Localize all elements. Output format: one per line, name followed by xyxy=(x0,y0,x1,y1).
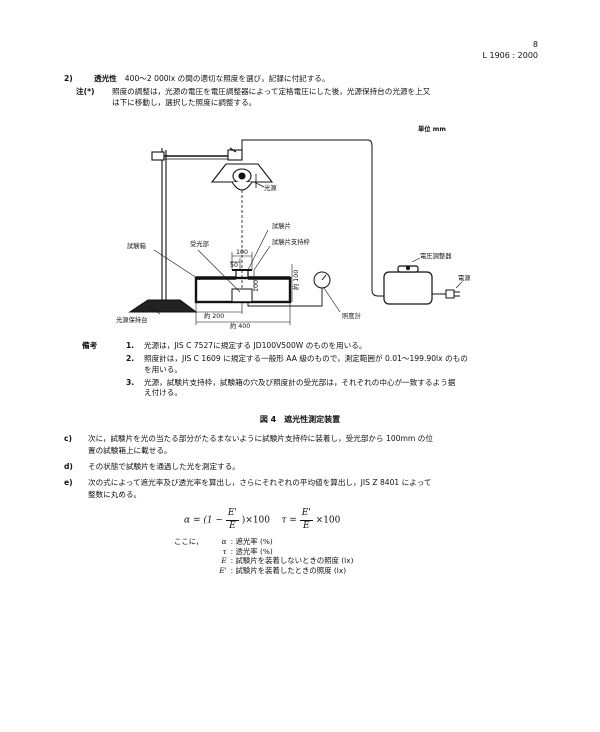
formula-times-b: ×100 xyxy=(315,515,341,526)
unit-label: 単位 mm xyxy=(418,124,446,133)
label-test-box: 試験箱 xyxy=(127,241,146,250)
label-lux-meter: 照度計 xyxy=(342,311,362,320)
note-line-1: 照度の調整は，光源の電圧を電圧調整器によって定格電圧にした後，光源保持台の光源を… xyxy=(112,86,431,96)
formula-tau: τ = xyxy=(281,515,297,526)
remark-1-text: 光源は，JIS C 7527に規定する JD100V500W のものを用いる。 xyxy=(144,341,367,350)
power-plug xyxy=(432,289,460,299)
remark-3-num: 3. xyxy=(126,377,135,387)
figure-caption: 図 4 遮光性測定装置 xyxy=(259,415,341,424)
remark-1-num: 1. xyxy=(126,341,135,350)
test-box xyxy=(194,276,292,304)
def-eprime-sym: E' xyxy=(219,565,227,575)
section-2: 2) 透光性 400～2 000lx の間の適切な照度を選び，記録に付記する。 … xyxy=(64,74,544,108)
step-d-line1: その状態で試験片を通過した光を測定する。 xyxy=(88,462,240,471)
step-c-line2: 置の試験箱上に載せる。 xyxy=(88,445,172,455)
label-specimen: 試験片 xyxy=(272,221,291,230)
label-specimen-frame: 試験片支持枠 xyxy=(272,237,310,246)
specimen-frame xyxy=(232,269,252,278)
label-receiver: 受光部 xyxy=(190,239,209,248)
dim-100-vertical: 100 xyxy=(253,280,260,292)
label-light-stand: 光源保持台 xyxy=(116,315,147,324)
measurement-apparatus-figure: 単位 mm 光源 xyxy=(116,124,471,330)
voltage-regulator xyxy=(383,265,433,305)
def-e-desc: : 試験片を装着しないときの照度 (lx) xyxy=(230,556,354,566)
standard-code: L 1906 : 2000 xyxy=(482,51,539,60)
section-2-text: 400～2 000lx の間の適切な照度を選び，記録に付記する。 xyxy=(124,74,330,83)
remark-2-text: 照度計は，JIS C 1609 に規定する一般形 AA 級のもので，測定範囲が … xyxy=(144,353,468,363)
def-e-sym: E xyxy=(221,556,227,566)
step-d-mark: d) xyxy=(64,462,73,471)
def-tau-sym: τ xyxy=(222,546,227,556)
def-alpha-desc: : 遮光率 (%) xyxy=(230,537,273,546)
remark-2-text-cont: を用いる。 xyxy=(144,364,182,374)
def-alpha-sym: α xyxy=(221,537,227,546)
remark-3-text-cont: え付ける。 xyxy=(144,388,182,398)
dimension-lines xyxy=(195,252,293,325)
section-2-term: 透光性 xyxy=(94,74,117,83)
dim-400: 約 400 xyxy=(230,321,250,330)
remarks-block: 備考 1. 光源は，JIS C 7527に規定する JD100V500W のもの… xyxy=(64,341,544,398)
step-e-line1: 次の式によって遮光率及び透光率を算出し，さらにそれぞれの平均値を算出し，JIS … xyxy=(88,478,432,487)
step-e-line2: 整数に丸める。 xyxy=(88,489,142,499)
step-d: d) その状態で試験片を通過した光を測定する。 xyxy=(64,462,544,472)
light-source-lamp xyxy=(210,147,274,191)
section-2-label: 2) xyxy=(64,74,73,83)
formula-fraction-1: E' E xyxy=(225,508,239,531)
def-eprime-desc: : 試験片を装着したときの照度 (lx) xyxy=(230,565,347,575)
step-e: e) 次の式によって遮光率及び透光率を算出し，さらにそれぞれの平均値を算出し，J… xyxy=(64,478,544,500)
where-intro: ここに， xyxy=(174,537,204,546)
step-c-line1: 次に，試験片を光の当たる部分がたるまないように試験片支持枠に装着し，受光部から … xyxy=(88,434,433,443)
lamp-cable xyxy=(241,139,384,297)
formula: α = (1 − E' E )×100 τ = E' E ×100 xyxy=(184,508,340,532)
dim-100-right: 約 100 xyxy=(291,270,300,290)
dim-50: 50 xyxy=(230,262,238,269)
formula-alpha: α = (1 − xyxy=(184,515,223,526)
def-tau-desc: : 透光率 (%) xyxy=(230,546,273,556)
step-c-mark: c) xyxy=(64,434,72,443)
formula-fraction-2: E' E xyxy=(299,508,313,531)
dim-100-top: 100 xyxy=(236,249,248,256)
symbol-definitions: ここに， α : 遮光率 (%) τ : 透光率 (%) E : 試験片を装着し… xyxy=(172,537,356,576)
remark-2-num: 2. xyxy=(126,353,135,363)
step-c: c) 次に，試験片を光の当たる部分がたるまないように試験片支持枠に装着し，受光部… xyxy=(64,434,544,456)
label-voltage-regulator: 電圧調整器 xyxy=(420,251,452,260)
label-light-source: 光源 xyxy=(264,183,277,192)
dim-200: 約 200 xyxy=(204,311,224,320)
lux-meter xyxy=(247,271,341,313)
remark-3-text: 光源，試験片支持枠，試験箱の穴及び照度計の受光部は，それぞれの中心が一致するよう… xyxy=(144,377,456,387)
formula-times-a: )×100 xyxy=(241,515,271,526)
remarks-label: 備考 xyxy=(82,341,98,350)
label-power: 電源 xyxy=(458,273,471,282)
note-label: 注(*) xyxy=(76,86,95,96)
page-number: 8 xyxy=(532,40,538,49)
light-stand xyxy=(128,148,238,313)
note-line-2: は下に移動し，選択した照度に調整する。 xyxy=(112,97,257,107)
step-e-mark: e) xyxy=(64,478,73,487)
